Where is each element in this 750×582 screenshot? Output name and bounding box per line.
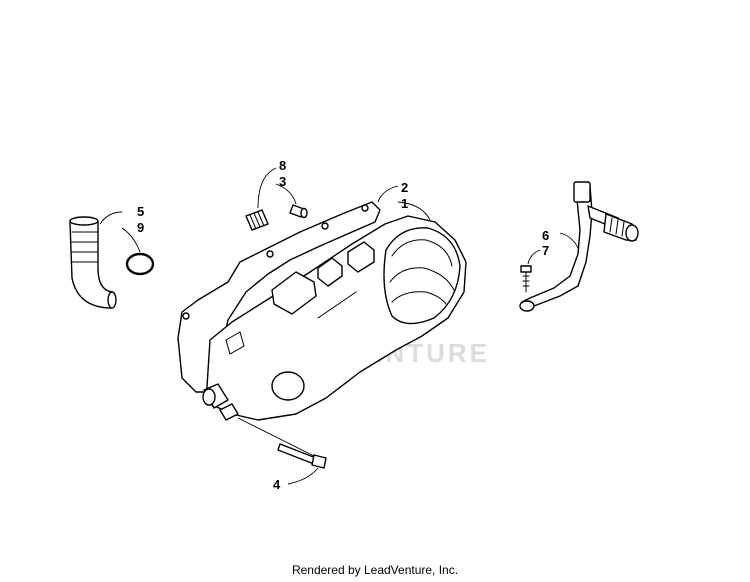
- callout-6: 6: [542, 228, 549, 243]
- kick-starter-lever[interactable]: [519, 181, 639, 312]
- callout-5: 5: [137, 204, 144, 219]
- needle-bearing[interactable]: [245, 209, 269, 231]
- transmission-cover[interactable]: [202, 215, 467, 421]
- cover-bolt[interactable]: [237, 417, 327, 469]
- leader-lines: [99, 167, 579, 485]
- hose-elbow[interactable]: [69, 216, 117, 309]
- callout-3: 3: [279, 174, 286, 189]
- callout-7: 7: [542, 243, 549, 258]
- callout-1: 1: [401, 196, 408, 211]
- callout-8: 8: [279, 158, 286, 173]
- footer-credit: Rendered by LeadVenture, Inc.: [291, 563, 459, 577]
- dowel-pin[interactable]: [289, 204, 308, 219]
- callout-labels: 8 3 2 1 5 9 6 7 4: [137, 158, 549, 492]
- lever-screw[interactable]: [520, 265, 532, 293]
- callout-9: 9: [137, 220, 144, 235]
- o-ring[interactable]: [125, 252, 155, 276]
- callout-4: 4: [273, 477, 281, 492]
- callout-2: 2: [401, 180, 408, 195]
